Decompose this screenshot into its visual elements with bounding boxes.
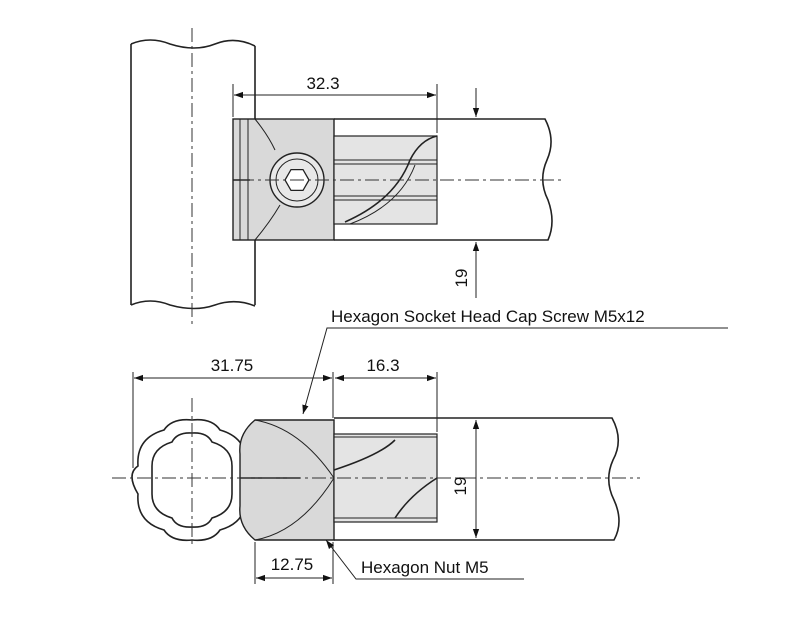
- bottom-view: 31.75 16.3 12.75 19 Hexagon Socket Head …: [112, 307, 728, 584]
- dim-bottom-nut: 12.75: [271, 555, 314, 574]
- vertical-pipe: [130, 39, 256, 49]
- nut-label: Hexagon Nut M5: [361, 558, 489, 577]
- nut-leader-line: [325, 539, 524, 580]
- top-view: 32.3 19: [130, 28, 565, 328]
- screw-leader-line: [302, 327, 728, 415]
- joint-body-side: [239, 419, 335, 541]
- dim-bottom-insert: 16.3: [366, 356, 399, 375]
- dim-bottom-height: 19: [451, 477, 470, 496]
- dim-top-height: 19: [452, 269, 471, 288]
- dim-top-width: 32.3: [306, 74, 339, 93]
- dim-bottom-overall: 31.75: [211, 356, 254, 375]
- horizontal-tube-side: [334, 417, 620, 541]
- screw-label: Hexagon Socket Head Cap Screw M5x12: [331, 307, 645, 326]
